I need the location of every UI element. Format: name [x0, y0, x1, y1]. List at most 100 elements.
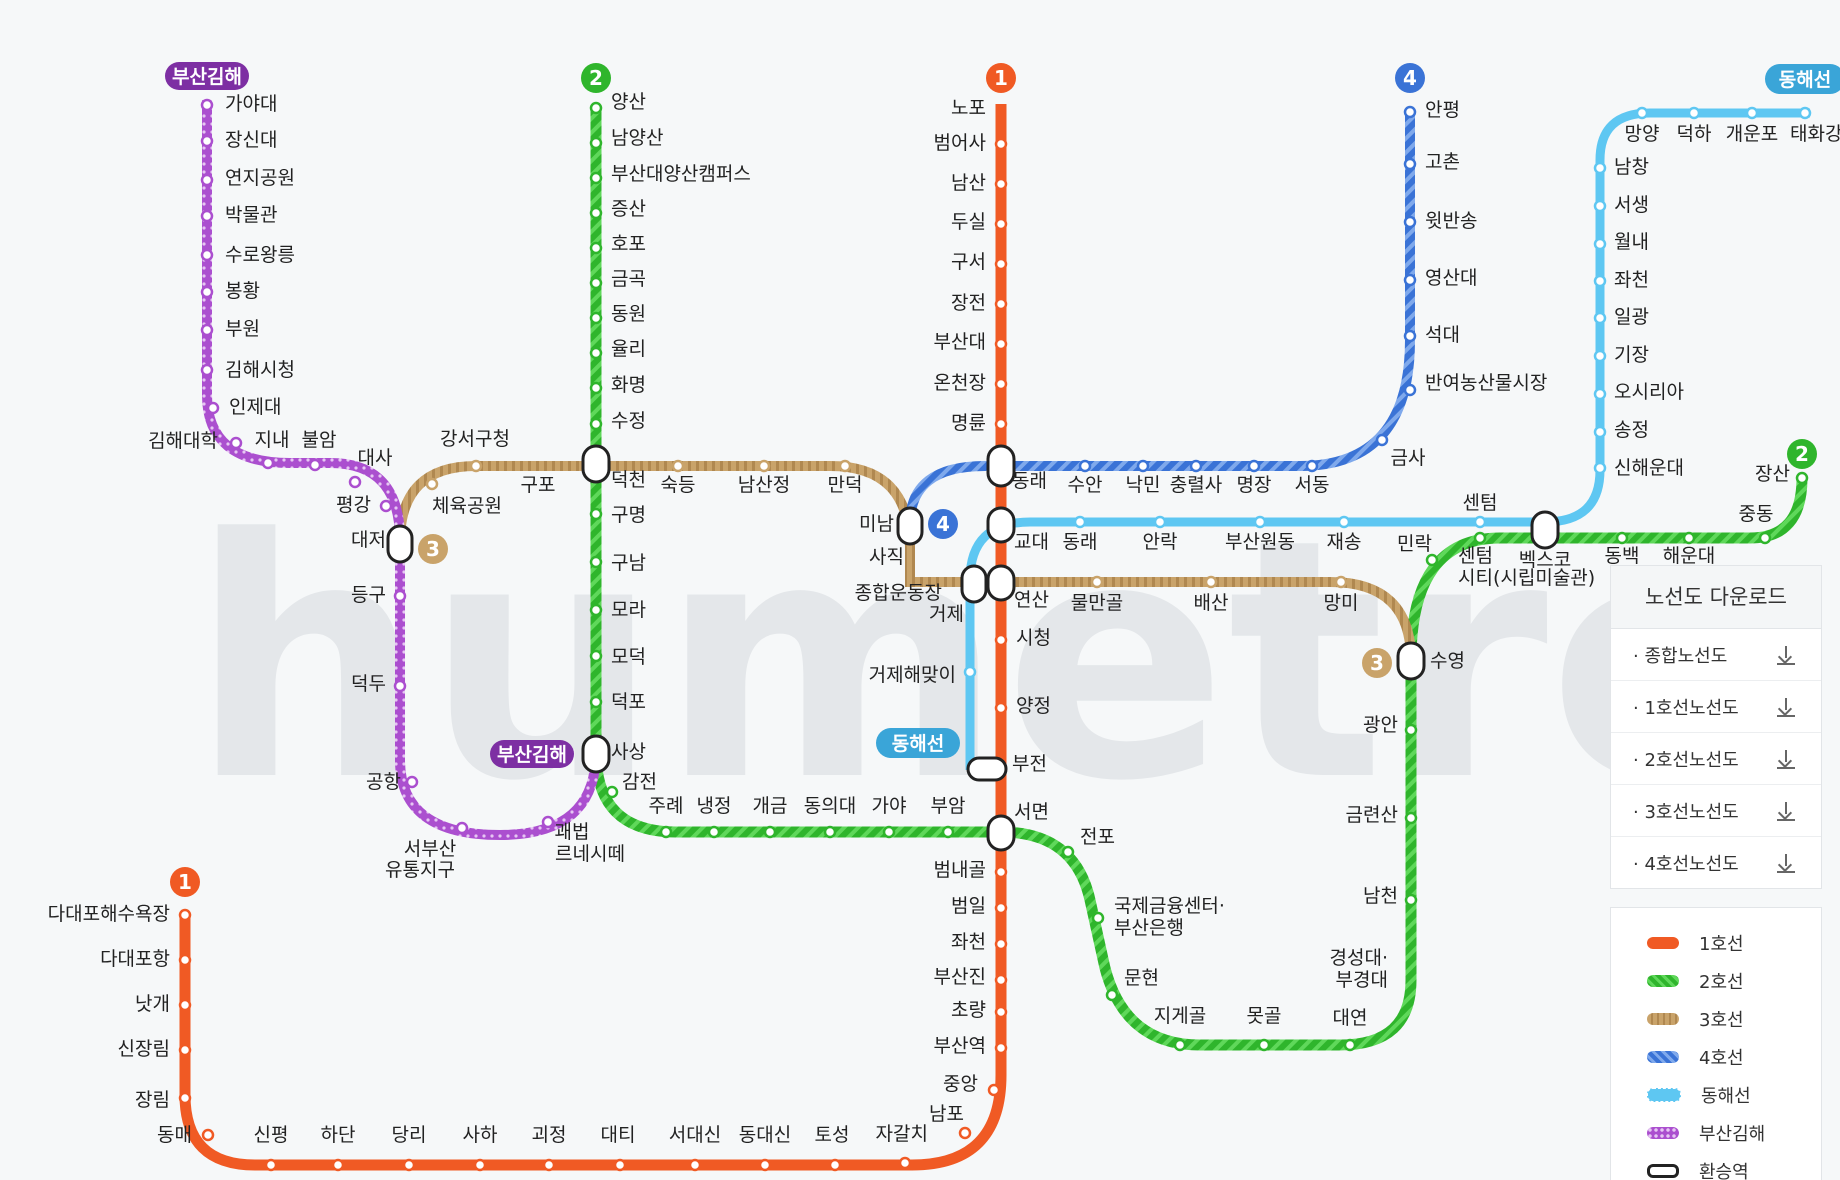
- station-label[interactable]: 초량: [951, 999, 986, 1021]
- donghae-top-tag[interactable]: 동해선: [1765, 64, 1840, 94]
- station-dot[interactable]: [1758, 531, 1772, 545]
- station-label[interactable]: 송정: [1614, 419, 1649, 441]
- station-label[interactable]: 신평: [254, 1124, 289, 1146]
- station-dot[interactable]: [200, 323, 214, 337]
- station-label[interactable]: 사직: [869, 546, 904, 568]
- station-label[interactable]: 사상: [611, 741, 646, 763]
- station-label[interactable]: 기장: [1614, 344, 1649, 366]
- station-label[interactable]: 봉황: [225, 280, 260, 302]
- station-dot[interactable]: [1682, 531, 1696, 545]
- station-dot[interactable]: [469, 459, 483, 473]
- station-dot[interactable]: [1593, 387, 1607, 401]
- station-label[interactable]: 지게골: [1154, 1005, 1206, 1027]
- station-dot[interactable]: [589, 417, 603, 431]
- station-label[interactable]: 오시리아: [1614, 381, 1684, 403]
- bgl-top-tag[interactable]: 부산김해: [165, 62, 249, 90]
- station-dot[interactable]: [542, 1158, 556, 1172]
- station-dot[interactable]: [1403, 215, 1417, 229]
- station-dot[interactable]: [589, 695, 603, 709]
- station-label[interactable]: 두실: [951, 211, 986, 233]
- station-dot[interactable]: [994, 217, 1008, 231]
- station-label[interactable]: 서동: [1295, 474, 1330, 496]
- station-dot[interactable]: [379, 499, 393, 513]
- station-label[interactable]: 동백: [1605, 545, 1640, 567]
- station-dot[interactable]: [671, 459, 685, 473]
- station-label[interactable]: 충렬사: [1170, 474, 1222, 496]
- station-dot[interactable]: [838, 459, 852, 473]
- station-label[interactable]: 거제: [929, 603, 964, 625]
- station-label[interactable]: 경성대·: [1330, 947, 1388, 969]
- station-dot[interactable]: [178, 998, 192, 1012]
- station-label[interactable]: 남산: [951, 172, 986, 194]
- station-dot[interactable]: [1337, 515, 1351, 529]
- station-label[interactable]: 가야: [872, 795, 907, 817]
- station-label[interactable]: 장전: [951, 292, 986, 314]
- station-label[interactable]: 교대: [1014, 531, 1049, 553]
- station-label[interactable]: 사하: [463, 1124, 498, 1146]
- station-label[interactable]: 온천장: [934, 372, 986, 394]
- station-dot[interactable]: [1593, 311, 1607, 325]
- station-dot[interactable]: [707, 825, 721, 839]
- station-dot[interactable]: [589, 507, 603, 521]
- transfer-minam[interactable]: [896, 506, 924, 546]
- station-dot[interactable]: [1403, 105, 1417, 119]
- station-label[interactable]: 낙민: [1126, 474, 1161, 496]
- station-dot[interactable]: [994, 177, 1008, 191]
- station-dot[interactable]: [1334, 575, 1348, 589]
- station-label[interactable]: 평강: [336, 494, 371, 516]
- station-dot[interactable]: [425, 477, 439, 491]
- station-dot[interactable]: [331, 1158, 345, 1172]
- station-dot[interactable]: [589, 276, 603, 290]
- station-dot[interactable]: [1189, 459, 1203, 473]
- station-label[interactable]: 자갈치: [876, 1123, 928, 1145]
- station-label[interactable]: 태화강: [1790, 123, 1840, 145]
- station-label[interactable]: 남양산: [611, 127, 663, 149]
- station-dot[interactable]: [589, 171, 603, 185]
- station-label[interactable]: 주례: [649, 795, 684, 817]
- station-label[interactable]: 호포: [611, 233, 646, 255]
- station-dot[interactable]: [393, 679, 407, 693]
- station-label[interactable]: 체육공원: [432, 495, 502, 517]
- station-label[interactable]: 만덕: [828, 474, 863, 496]
- station-dot[interactable]: [659, 825, 673, 839]
- station-label[interactable]: 대연: [1333, 1007, 1368, 1029]
- transfer-geoje[interactable]: [960, 564, 988, 604]
- station-label[interactable]: 다대포해수욕장: [48, 903, 170, 925]
- station-dot[interactable]: [178, 1091, 192, 1105]
- station-dot[interactable]: [589, 241, 603, 255]
- station-dot[interactable]: [757, 459, 771, 473]
- station-dot[interactable]: [1403, 273, 1417, 287]
- station-label[interactable]: 부암: [931, 795, 966, 817]
- station-dot[interactable]: [1247, 459, 1261, 473]
- station-label[interactable]: 일광: [1614, 306, 1649, 328]
- station-dot[interactable]: [178, 1043, 192, 1057]
- station-dot[interactable]: [1375, 433, 1389, 447]
- station-label[interactable]: 부산역: [934, 1035, 986, 1057]
- station-dot[interactable]: [402, 1158, 416, 1172]
- station-dot[interactable]: [882, 825, 896, 839]
- station-label[interactable]: 동래: [1012, 470, 1047, 492]
- station-label[interactable]: 부원: [225, 318, 260, 340]
- station-dot[interactable]: [994, 1041, 1008, 1055]
- station-dot[interactable]: [1593, 425, 1607, 439]
- station-label[interactable]: 못골: [1247, 1005, 1282, 1027]
- station-dot[interactable]: [589, 206, 603, 220]
- station-dot[interactable]: [605, 785, 619, 799]
- station-dot[interactable]: [1078, 459, 1092, 473]
- transfer-deokcheon[interactable]: [581, 444, 611, 484]
- station-dot[interactable]: [200, 209, 214, 223]
- station-dot[interactable]: [589, 311, 603, 325]
- station-dot[interactable]: [178, 953, 192, 967]
- station-label[interactable]: 명장: [1237, 474, 1272, 496]
- station-dot[interactable]: [200, 363, 214, 377]
- station-label[interactable]: 대사: [358, 447, 393, 469]
- station-dot[interactable]: [1404, 811, 1418, 825]
- line4-top-tag[interactable]: 4: [1395, 63, 1425, 93]
- station-label[interactable]: 시티(시립미술관): [1458, 567, 1595, 589]
- station-dot[interactable]: [393, 589, 407, 603]
- station-label[interactable]: 민락: [1397, 533, 1432, 555]
- station-label[interactable]: 덕포: [611, 691, 646, 713]
- line2-top-tag[interactable]: 2: [581, 63, 611, 93]
- download-item-overall[interactable]: · 종합노선도: [1611, 629, 1821, 681]
- station-label[interactable]: 서생: [1614, 194, 1649, 216]
